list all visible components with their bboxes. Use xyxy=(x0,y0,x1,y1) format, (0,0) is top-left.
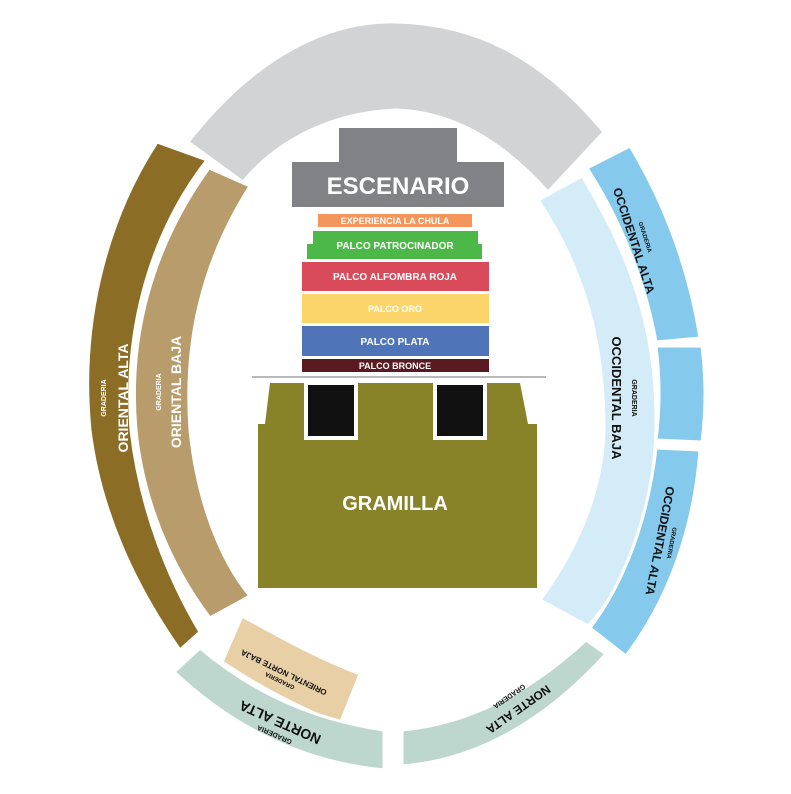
section-oriental-baja[interactable] xyxy=(132,166,253,620)
palco-experiencia[interactable] xyxy=(318,214,472,227)
palco-alfombra-label: PALCO ALFOMBRA ROJA xyxy=(333,272,457,283)
section-occidental-alta-middle[interactable] xyxy=(654,344,707,444)
section-oriental-alta[interactable] xyxy=(86,140,210,653)
label-occidental-baja-name: OCCIDENTAL BAJA xyxy=(609,336,624,460)
stage-main-block xyxy=(292,162,504,207)
palco-oro[interactable] xyxy=(302,294,489,323)
field-tower-right xyxy=(433,381,487,440)
stage-top-block xyxy=(339,128,457,168)
palco-patrocinador-label: PALCO PATROCINADOR xyxy=(336,241,454,252)
palco-bronce-label: PALCO BRONCE xyxy=(359,361,431,371)
palco-plata-label: PALCO PLATA xyxy=(361,337,430,348)
label-occidental-baja-graderia: GRADERIA xyxy=(630,379,637,416)
label-oriental-baja-name: ORIENTAL BAJA xyxy=(168,336,184,448)
palco-oro-label: PALCO ORO xyxy=(368,304,422,314)
label-oriental-alta-graderia: GRADERIA xyxy=(101,379,108,416)
section-occidental-alta-top[interactable] xyxy=(584,144,702,344)
palco-patrocinador[interactable] xyxy=(307,231,482,259)
stage-back-arc xyxy=(185,20,606,195)
label-occidental-baja: OCCIDENTAL BAJA GRADERIA xyxy=(609,336,637,460)
label-oriental-alta-name: ORIENTAL ALTA xyxy=(115,344,131,453)
palco-alfombra[interactable] xyxy=(302,262,489,291)
section-norte-alta-right[interactable] xyxy=(400,638,609,768)
palco-plata[interactable] xyxy=(302,326,489,356)
label-oriental-alta: ORIENTAL ALTA GRADERIA xyxy=(101,344,131,453)
stage-label: ESCENARIO xyxy=(327,173,470,200)
section-norte-alta-left[interactable] xyxy=(171,645,386,772)
palcos: EXPERIENCIA LA CHULA PALCO PATROCINADOR … xyxy=(302,214,489,372)
field-label: GRAMILLA xyxy=(342,493,448,515)
label-oriental-baja-graderia: GRADERIA xyxy=(156,373,163,410)
palco-experiencia-label: EXPERIENCIA LA CHULA xyxy=(341,216,450,226)
label-oriental-baja: ORIENTAL BAJA GRADERIA xyxy=(156,336,184,448)
stage: ESCENARIO xyxy=(292,128,504,207)
section-occidental-baja[interactable] xyxy=(535,174,658,628)
section-occidental-alta-bottom[interactable] xyxy=(587,446,702,659)
palco-bronce[interactable] xyxy=(302,359,489,372)
field-tower-left xyxy=(304,381,358,440)
field-gramilla[interactable] xyxy=(258,383,537,588)
